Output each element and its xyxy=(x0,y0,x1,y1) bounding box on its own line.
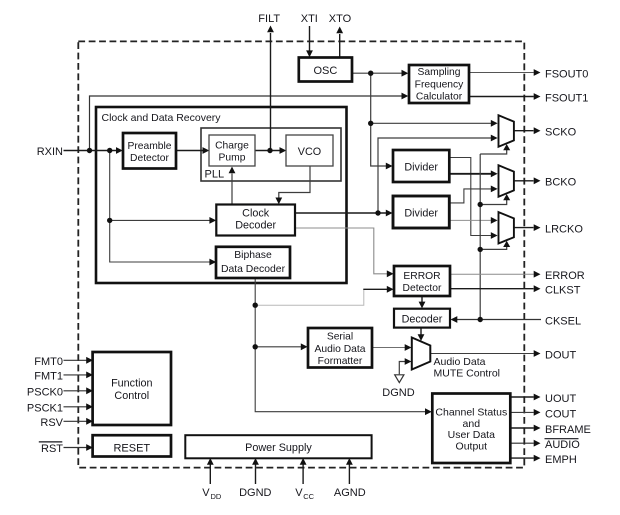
svg-text:CKSEL: CKSEL xyxy=(545,315,581,327)
svg-text:Power Supply: Power Supply xyxy=(245,442,312,454)
svg-text:Pump: Pump xyxy=(219,153,246,164)
svg-text:FILT: FILT xyxy=(258,13,280,25)
svg-text:Decoder: Decoder xyxy=(235,220,276,232)
svg-text:FMT1: FMT1 xyxy=(34,371,63,383)
svg-text:Preamble: Preamble xyxy=(127,141,171,152)
svg-text:BFRAME: BFRAME xyxy=(545,424,591,436)
svg-text:FMT0: FMT0 xyxy=(34,356,63,368)
svg-text:RSV: RSV xyxy=(40,417,63,429)
svg-text:DD: DD xyxy=(211,492,222,501)
svg-text:BCKO: BCKO xyxy=(545,177,577,189)
svg-text:PSCK0: PSCK0 xyxy=(27,387,63,399)
svg-text:ERROR: ERROR xyxy=(545,270,585,282)
svg-text:UOUT: UOUT xyxy=(545,393,576,405)
svg-text:XTO: XTO xyxy=(329,13,352,25)
svg-text:Data Decoder: Data Decoder xyxy=(221,264,286,275)
svg-text:V: V xyxy=(202,487,210,499)
svg-text:COUT: COUT xyxy=(545,408,576,420)
svg-text:Frequency: Frequency xyxy=(415,79,465,90)
svg-text:MUTE Control: MUTE Control xyxy=(434,367,501,379)
svg-text:Charge: Charge xyxy=(215,141,249,152)
svg-text:RXIN: RXIN xyxy=(37,146,63,158)
svg-text:Decoder: Decoder xyxy=(402,313,443,325)
svg-text:AUDIO: AUDIO xyxy=(545,439,580,451)
svg-text:DGND: DGND xyxy=(239,487,271,499)
svg-text:Audio Data: Audio Data xyxy=(315,344,366,355)
svg-text:FSOUT0: FSOUT0 xyxy=(545,68,588,80)
svg-text:RESET: RESET xyxy=(113,443,150,455)
svg-text:Detector: Detector xyxy=(403,283,442,294)
svg-text:EMPH: EMPH xyxy=(545,454,577,466)
svg-text:ERROR: ERROR xyxy=(403,271,440,282)
svg-text:PLL: PLL xyxy=(205,169,225,181)
svg-text:Control: Control xyxy=(114,390,149,402)
svg-text:Biphase: Biphase xyxy=(234,250,272,261)
svg-text:OSC: OSC xyxy=(313,65,337,77)
svg-text:Detector: Detector xyxy=(130,153,169,164)
svg-text:Audio Data: Audio Data xyxy=(434,356,486,368)
svg-text:Divider: Divider xyxy=(404,207,438,219)
svg-text:Function: Function xyxy=(111,378,152,390)
svg-text:User Data: User Data xyxy=(448,429,495,441)
svg-text:Divider: Divider xyxy=(404,161,438,173)
svg-text:SCKO: SCKO xyxy=(545,127,577,139)
svg-text:AGND: AGND xyxy=(334,487,366,499)
svg-text:DOUT: DOUT xyxy=(545,349,576,361)
svg-text:Calculator: Calculator xyxy=(416,92,463,103)
svg-text:V: V xyxy=(295,487,303,499)
svg-text:Channel Status: Channel Status xyxy=(435,407,507,419)
svg-text:Formatter: Formatter xyxy=(318,356,363,367)
svg-text:CC: CC xyxy=(303,492,314,501)
svg-text:CLKST: CLKST xyxy=(545,285,581,297)
svg-text:FSOUT1: FSOUT1 xyxy=(545,92,588,104)
svg-text:PSCK1: PSCK1 xyxy=(27,403,63,415)
svg-text:DGND: DGND xyxy=(382,387,414,399)
svg-text:Clock: Clock xyxy=(242,208,270,220)
svg-text:Clock and Data Recovery: Clock and Data Recovery xyxy=(102,112,222,124)
svg-text:Serial: Serial xyxy=(327,332,353,343)
svg-text:and: and xyxy=(463,418,481,430)
svg-text:XTI: XTI xyxy=(301,13,318,25)
svg-text:LRCKO: LRCKO xyxy=(545,224,583,236)
svg-text:RST: RST xyxy=(41,443,63,455)
svg-text:Sampling: Sampling xyxy=(418,67,461,78)
svg-text:VCO: VCO xyxy=(298,146,321,158)
svg-text:Output: Output xyxy=(456,440,488,452)
